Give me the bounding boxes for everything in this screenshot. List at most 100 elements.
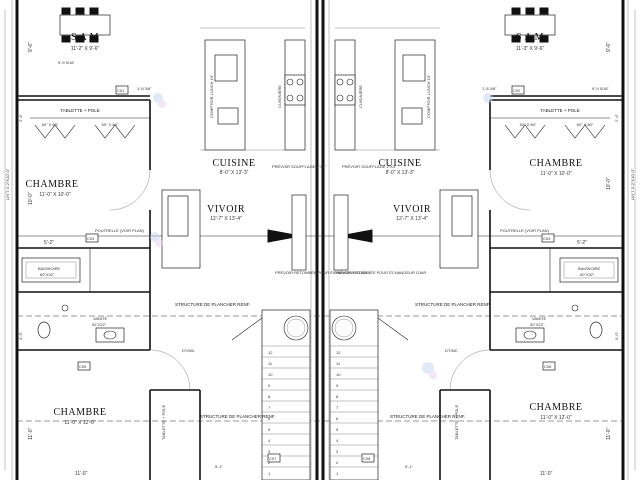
wall-dim-left: 5'-2" — [44, 240, 54, 246]
callout-tags: C01 C02 C03 C04 C05 C06 C07 C08 — [77, 85, 556, 463]
closet-left-dim-b: 60" X 80" — [102, 122, 119, 127]
callout-c03: C03 — [87, 236, 95, 241]
dim-9-9-right: 9'-9 5/16" — [592, 86, 609, 91]
lingerie-right: TABLETTE + POLE — [454, 405, 459, 440]
vivoir-left-title: VIVOIR — [207, 204, 245, 215]
vivoir-right-dims: 12'-7" X 13'-4" — [396, 216, 428, 222]
vanite-left-dims: 52"X22" — [92, 322, 107, 327]
cuisiniere-left: CUISINIÈRE — [277, 85, 282, 108]
lin-right: LIN'T 3'-2"X10'-0" — [630, 168, 635, 200]
stair-step-number: 5 — [336, 427, 339, 432]
cuisine-right-title: CUISINE — [379, 158, 422, 169]
closet-left-dim-a: 60" X 80" — [42, 122, 59, 127]
dim-5-1-right: 5'-1" — [405, 464, 414, 469]
stair-step-number: 7 — [336, 405, 339, 410]
baignoire-left: BAIGNOIRE — [38, 266, 61, 271]
stair-step-number: 5 — [268, 427, 271, 432]
stair-step-number: 7 — [268, 405, 271, 410]
baignoire-right-dims: 60"X32" — [580, 272, 595, 277]
sam-right-title: S A M — [516, 32, 544, 43]
stair-step-number: 10 — [268, 372, 273, 377]
dim-1-8-right: 1'-8 3/8" — [482, 86, 497, 91]
poutrelle-right: POUTRELLE (VOIR PLAN) — [500, 228, 550, 233]
callout-c02: C02 — [513, 88, 521, 93]
wall-dim-right: 5'-2" — [577, 240, 587, 246]
stair-step-number: 11 — [336, 361, 341, 366]
tablette-left: TABLETTE + POLE — [60, 108, 100, 113]
kitchen-left — [200, 27, 306, 151]
cuisine-left-title: CUISINE — [213, 158, 256, 169]
structure-plancher-c: STRUCTURE DE PLANCHER RENF. — [200, 414, 275, 419]
chambre-bottom-left-dims: 11'-0" X 12'-0" — [64, 420, 95, 426]
callout-c01: C01 — [117, 88, 125, 93]
dim-2-4-right: 2'-4" — [614, 113, 619, 122]
section-line — [17, 229, 623, 243]
callout-c04: C04 — [543, 236, 551, 241]
sam-right-height: 9'-6" — [606, 42, 612, 52]
stair-step-number: 9 — [336, 383, 339, 388]
lin-left: LIN'T 3'-2"X10'-0" — [5, 168, 10, 200]
dim-3-0-right: 3'-0" — [614, 331, 619, 340]
chambre-bottom-right-title: CHAMBRE — [530, 402, 583, 413]
cuisine-left-dims: 8'-0" X 13'-3" — [220, 170, 249, 176]
callout-c05: C05 — [79, 364, 87, 369]
closet-right-dim-b: 60" X 80" — [577, 122, 594, 127]
sam-right-dims: 11'-3" X 9'-6" — [516, 46, 545, 52]
stair-step-number: 8 — [268, 394, 271, 399]
stair-step-number: 3 — [336, 449, 339, 454]
dim-5-1-left: 5'-1" — [215, 464, 224, 469]
bottom-left-height: 11'-0" — [28, 427, 34, 440]
vanite-right: VANITÉ — [532, 316, 546, 321]
ref-left: DT/MC — [182, 348, 195, 353]
chambre-bottom-left-title: CHAMBRE — [54, 407, 107, 418]
door-swings — [109, 169, 531, 391]
lingerie-left: TABLETTE + POLE — [161, 405, 166, 440]
comptoir-left: COMPTOIR LUNCH 10" — [209, 74, 214, 118]
baignoire-right: BAIGNOIRE — [578, 266, 601, 271]
baignoire-left-dims: 60"X32" — [40, 272, 55, 277]
stair-step-number: 8 — [336, 394, 339, 399]
bottom-right-height: 11'-0" — [606, 427, 612, 440]
vanite-left: VANITÉ — [93, 316, 107, 321]
stair-step-number: 9 — [268, 383, 271, 388]
stair-step-number: 3 — [268, 449, 271, 454]
callout-c08: C08 — [363, 456, 371, 461]
dim-4-3-left: 4'-3" — [18, 331, 23, 340]
sam-left-dims: 11'-2" X 9'-6" — [71, 46, 100, 52]
stair-step-number: 4 — [268, 438, 271, 443]
bathroom-right — [515, 257, 619, 343]
chambre-left-height: 10'-0" — [28, 192, 34, 205]
dining-table-left — [59, 7, 111, 43]
prevoir-retombee-right: PRÉVOIR RETOMBÉE POUR ÉCHANGEUR D'AIR — [334, 270, 426, 275]
sam-left-height: 9'-6" — [28, 42, 34, 52]
comptoir-right: COMPTOIR LUNCH 10" — [426, 74, 431, 118]
chambre-top-right-dims: 11'-0" X 10'-0" — [540, 171, 571, 177]
callout-c06: C06 — [544, 364, 552, 369]
stair-step-number: 1 — [268, 471, 271, 476]
cuisine-right-dims: 8'-0" X 13'-3" — [386, 170, 415, 176]
structure-lines — [17, 315, 623, 422]
dim-9-9-left: 9'-9 5/16" — [58, 60, 75, 65]
sofa-right — [333, 189, 479, 271]
stair-step-number: 1 — [336, 471, 339, 476]
sofa-left — [161, 189, 307, 271]
dining-table-right — [504, 7, 556, 43]
prevoir-soufflage-right: PRÉVOIR SOUFFLAGE 2"X4" — [342, 164, 397, 169]
sam-left-title: S A M — [71, 32, 99, 43]
chambre-top-left-dims: 11'-0" X 10'-0" — [39, 192, 70, 198]
stair-step-number: 10 — [336, 372, 341, 377]
bottom-width-left: 11'-0" — [75, 471, 88, 477]
bathroom-left — [21, 257, 125, 343]
closet-left — [30, 117, 150, 139]
closet-right-dim-a: 60" X 80" — [520, 122, 537, 127]
stair-step-number: 11 — [268, 361, 273, 366]
callout-c07: C07 — [269, 456, 277, 461]
stair-step-number: 4 — [336, 438, 339, 443]
chambre-top-left-title: CHAMBRE — [26, 179, 79, 190]
prevoir-retombee-left: PRÉVOIR RETOMBÉE POUR ÉCHANGEUR D'AIR — [275, 270, 367, 275]
kitchen-right — [334, 27, 440, 151]
chambre-right-height: 10'-0" — [606, 177, 612, 190]
